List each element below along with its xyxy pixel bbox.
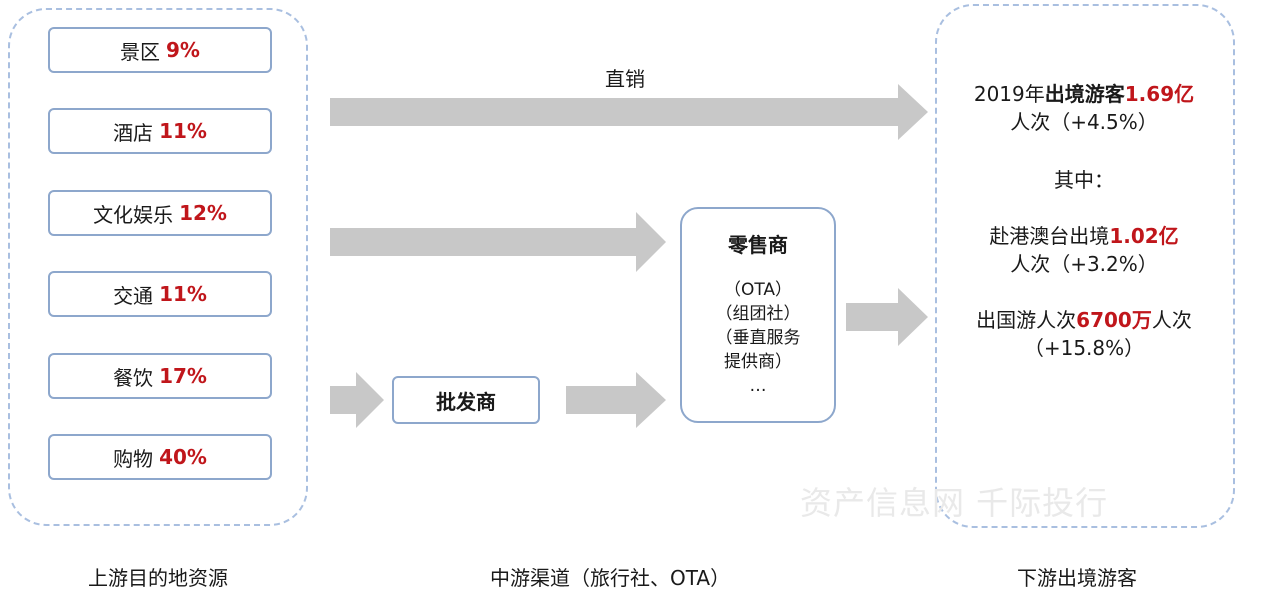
- hkmt-suffix: 人次（+3.2%）: [1010, 252, 1158, 276]
- upstream-to-retailer-arrow: [330, 212, 666, 272]
- retailer-type-vertical-1: （垂直服务: [715, 328, 801, 348]
- abroad-growth: （+15.8%）: [1023, 336, 1145, 360]
- resource-name: 景区: [120, 39, 161, 64]
- retailer-type-tour-group: （组团社）: [715, 304, 801, 324]
- hkmt-prefix: 赴港澳台出境: [989, 224, 1110, 248]
- resource-name: 购物: [113, 446, 154, 471]
- resource-share: 11%: [159, 282, 207, 306]
- resource-share: 11%: [159, 119, 207, 143]
- wholesaler-node: 批发商: [392, 376, 540, 424]
- watermark: 资产信息网 千际投行: [800, 484, 1109, 522]
- upstream-caption: 上游目的地资源: [88, 566, 228, 590]
- downstream-caption: 下游出境游客: [1017, 566, 1137, 590]
- of-which-label: 其中：: [1054, 168, 1114, 192]
- abroad-prefix: 出国游人次: [976, 308, 1077, 332]
- abroad-stat: 出国游人次6700万人次 （+15.8%）: [944, 306, 1224, 362]
- retailer-title: 零售商: [728, 233, 788, 257]
- retailer-type-vertical-2: 提供商）: [724, 352, 792, 372]
- retailer-to-tourists-arrow: [846, 288, 928, 346]
- direct-sales-arrow: [330, 84, 928, 140]
- wholesaler-label: 批发商: [436, 389, 496, 414]
- abroad-value: 6700万: [1076, 308, 1152, 332]
- retailer-type-ellipsis: …: [749, 376, 767, 396]
- total-outbound-stat: 2019年出境游客1.69亿 人次（+4.5%）: [944, 80, 1224, 136]
- hkmt-value: 1.02亿: [1109, 224, 1179, 248]
- abroad-suffix: 人次: [1151, 308, 1192, 332]
- resource-name: 餐饮: [113, 365, 154, 390]
- total-bold: 出境游客: [1044, 82, 1125, 106]
- retailer-node: 零售商 （OTA） （组团社） （垂直服务 提供商） …: [680, 207, 836, 423]
- total-value: 1.69亿: [1124, 82, 1195, 106]
- direct-sales-label: 直销: [605, 67, 645, 91]
- resource-name: 酒店: [113, 120, 154, 145]
- resource-share: 12%: [179, 201, 227, 225]
- total-suffix: 人次（+4.5%）: [1010, 110, 1158, 134]
- resource-share: 40%: [159, 445, 207, 469]
- retailer-types: （OTA） （组团社） （垂直服务 提供商） …: [682, 278, 834, 398]
- upstream-to-wholesaler-arrow: [330, 372, 384, 428]
- retailer-type-ota: （OTA）: [723, 280, 793, 300]
- downstream-region: [935, 4, 1235, 528]
- resource-share: 9%: [166, 38, 200, 62]
- resource-share: 17%: [159, 364, 207, 388]
- hkmt-stat: 赴港澳台出境1.02亿 人次（+3.2%）: [944, 222, 1224, 278]
- resource-name: 交通: [113, 283, 154, 308]
- midstream-caption: 中游渠道（旅行社、OTA）: [490, 566, 731, 590]
- upstream-region: [8, 8, 308, 526]
- resource-name: 文化娱乐: [93, 202, 174, 227]
- wholesaler-to-retailer-arrow: [566, 372, 666, 428]
- total-prefix: 2019年: [973, 82, 1045, 106]
